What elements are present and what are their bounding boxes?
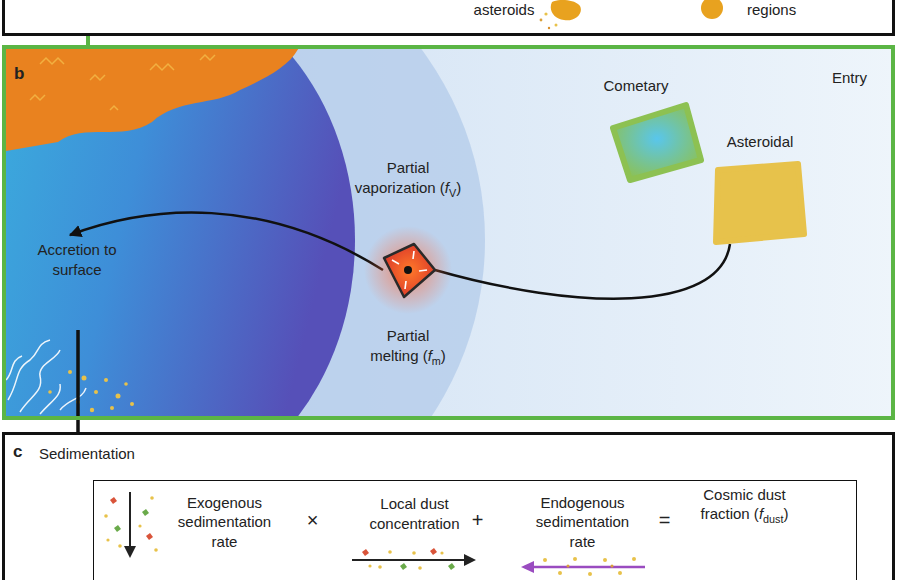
asteroidal-particle-shape bbox=[710, 160, 808, 246]
node-label: Endogenous sedimentation rate bbox=[525, 493, 640, 552]
node-label: asteroids bbox=[464, 0, 544, 20]
node-label: Sedimentation bbox=[39, 444, 169, 464]
exogenous-icon bbox=[104, 492, 158, 558]
panel-a: asteroids regions bbox=[2, 0, 895, 36]
node-label: Partial melting (fm) bbox=[368, 326, 448, 368]
node-label: + bbox=[468, 507, 488, 533]
node-label: Entry bbox=[832, 68, 882, 88]
cometary-particle: Cometary bbox=[608, 100, 705, 185]
panel-b: bEntryCometaryAsteroidalPartial vaporiza… bbox=[2, 45, 895, 420]
trajectory-connector bbox=[435, 244, 730, 299]
asteroid-icons bbox=[540, 0, 723, 29]
node-label: Cometary bbox=[596, 76, 676, 96]
node-label: Asteroidal bbox=[715, 132, 805, 152]
node-label: b bbox=[14, 63, 34, 85]
node-label: Exogenous sedimentation rate bbox=[167, 493, 282, 552]
asteroidal-particle: Asteroidal bbox=[710, 160, 808, 246]
panel-c: c SedimentationExogenous sedimentation ra… bbox=[2, 432, 895, 580]
accretion-label-box: Accretion to surface bbox=[30, 238, 124, 282]
node-label: c bbox=[13, 441, 33, 463]
heated-particle-shape bbox=[378, 240, 438, 300]
cometary-particle-shape bbox=[608, 100, 705, 185]
endogenous-icon bbox=[521, 557, 645, 576]
trajectory-connector bbox=[70, 213, 383, 270]
equation-box: Exogenous sedimentation rate × Local dust … bbox=[93, 480, 857, 580]
node-label: regions bbox=[747, 0, 827, 20]
node-label: Local dust concentration bbox=[362, 494, 467, 533]
planet-scene bbox=[6, 49, 891, 416]
trajectory-connector bbox=[86, 36, 90, 45]
node-label: = bbox=[655, 507, 675, 533]
heated-particle: Partial vaporization (fV)Partial melting… bbox=[378, 240, 438, 300]
node-label: × bbox=[303, 507, 323, 533]
node-label: Cosmic dust fraction (fdust) bbox=[695, 485, 795, 527]
node-label: Partial vaporization (fV) bbox=[346, 158, 470, 200]
concentration-icon bbox=[352, 548, 476, 570]
node-label: Accretion to surface bbox=[30, 240, 124, 279]
